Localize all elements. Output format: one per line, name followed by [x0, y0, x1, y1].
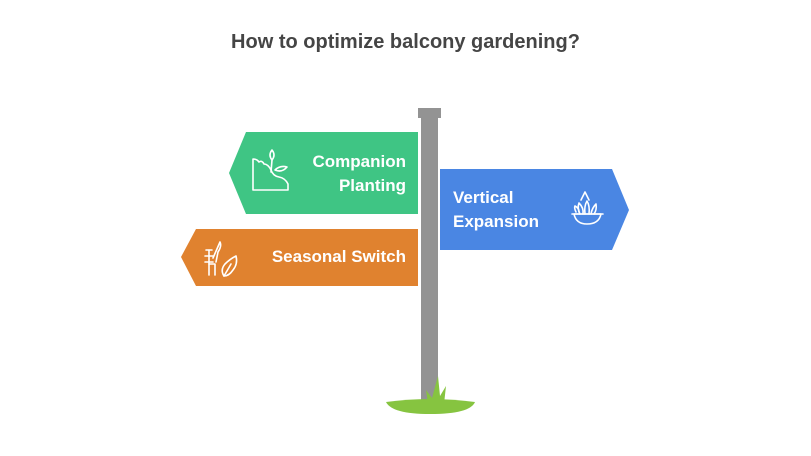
plant-bowl-icon — [571, 191, 604, 225]
page-title: How to optimize balcony gardening? — [231, 31, 580, 53]
label-line-1: Seasonal Switch — [271, 247, 406, 266]
pole-cap — [418, 108, 441, 118]
pole — [421, 118, 438, 404]
sign-label-seasonal-switch: Seasonal Switch — [254, 245, 406, 269]
sign-label-companion-planting: Companion Planting — [300, 150, 407, 198]
plant-slope-icon — [252, 149, 289, 191]
sign-companion-planting — [229, 132, 418, 214]
label-line-1: Companion — [312, 152, 407, 171]
wheat-leaf-icon — [204, 241, 238, 277]
label-line-2: Expansion — [453, 212, 539, 231]
label-line-2: Planting — [338, 176, 406, 195]
label-line-1: Vertical — [453, 188, 514, 207]
grass-icon — [386, 376, 475, 414]
sign-seasonal-switch — [181, 229, 418, 286]
sign-label-vertical-expansion: Vertical Expansion — [453, 186, 563, 234]
sign-vertical-expansion — [440, 169, 629, 250]
